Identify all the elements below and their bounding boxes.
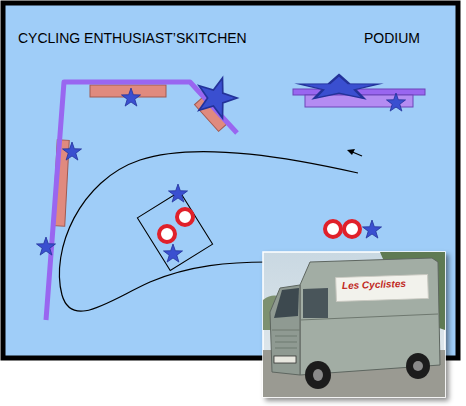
ring — [177, 209, 193, 225]
star-marker — [386, 93, 405, 111]
star-marker — [163, 244, 182, 262]
star-marker — [36, 237, 55, 255]
van-photo — [263, 252, 445, 397]
ring — [344, 221, 360, 237]
ring — [159, 226, 175, 242]
ring — [325, 221, 341, 237]
table — [137, 191, 212, 270]
star-marker — [362, 220, 381, 238]
kitchen-wall — [46, 82, 237, 320]
star-marker — [192, 72, 242, 120]
star-marker — [168, 184, 187, 202]
star-marker — [299, 75, 379, 99]
room-label: CYCLING ENTHUSIAST’SKITCHEN — [18, 31, 247, 45]
direction-arrow-head — [347, 149, 355, 155]
area-label: PODIUM — [364, 31, 420, 45]
star-marker — [121, 88, 140, 106]
star-marker — [62, 142, 81, 160]
